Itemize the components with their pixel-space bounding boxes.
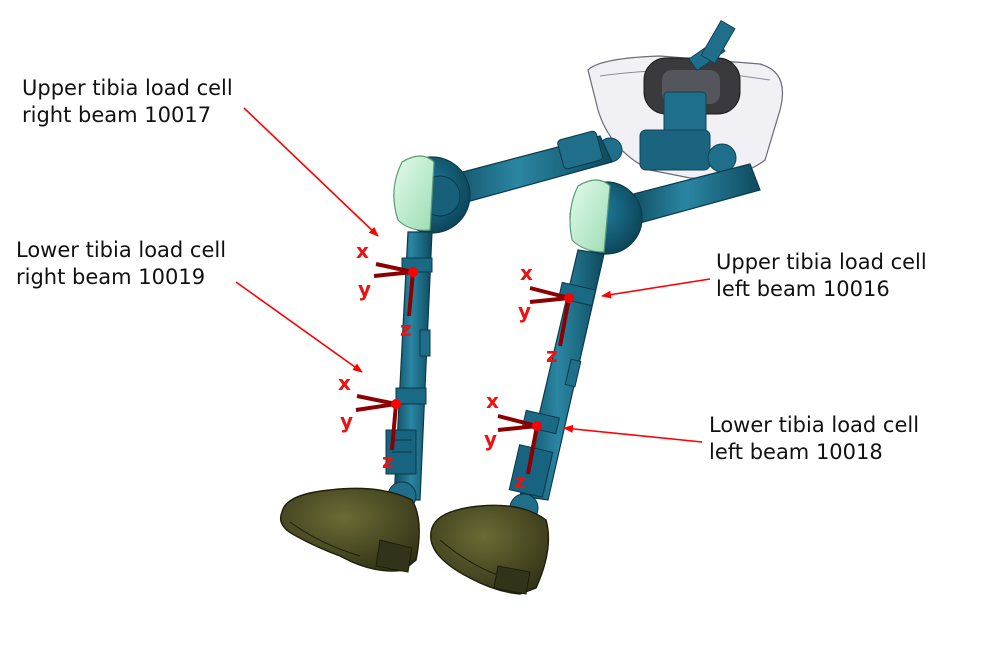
axis-label-x: x <box>520 261 533 285</box>
callout-upper-left: Upper tibia load cell left beam 10016 <box>716 249 927 303</box>
left-knee <box>569 179 643 255</box>
load-cell-lower-right: x y z <box>338 371 401 473</box>
load-cell-upper-left: x y z <box>518 261 574 367</box>
callout-lower-right: Lower tibia load cell right beam 10019 <box>16 237 226 291</box>
axis-label-y: y <box>484 427 497 451</box>
right-knee <box>393 155 471 234</box>
pelvis-group <box>587 19 784 179</box>
callout-upper-right: Upper tibia load cell right beam 10017 <box>22 75 233 129</box>
callout-line: right beam 10019 <box>16 265 206 289</box>
axis-label-z: z <box>514 469 526 493</box>
axis-label-x: x <box>356 239 369 263</box>
axis-label-z: z <box>400 317 412 341</box>
left-shoe <box>429 504 550 595</box>
leader-arrow-lower-left <box>563 424 703 443</box>
axis-label-x: x <box>338 371 351 395</box>
axis-label-z: z <box>382 449 394 473</box>
callout-line: left beam 10016 <box>716 277 890 301</box>
right-femur <box>439 130 613 207</box>
right-tibia <box>385 231 433 501</box>
leader-arrow-upper-left <box>601 278 711 299</box>
load-cell-upper-right: x y z <box>356 239 418 341</box>
callout-line: left beam 10018 <box>709 440 883 464</box>
left-tibia <box>508 249 605 501</box>
callout-line: Lower tibia load cell <box>16 238 227 262</box>
axis-label-y: y <box>518 299 531 323</box>
axis-label-z: z <box>546 343 558 367</box>
load-cell-lower-left: x y z <box>484 389 542 493</box>
callout-line: Upper tibia load cell <box>22 76 233 100</box>
leader-arrow-upper-right <box>243 107 379 237</box>
callout-line: right beam 10017 <box>22 103 212 127</box>
callout-line: Lower tibia load cell <box>709 413 920 437</box>
callout-lower-left: Lower tibia load cell left beam 10018 <box>709 412 919 466</box>
callout-line: Upper tibia load cell <box>716 250 927 274</box>
leader-arrow-lower-right <box>235 281 363 373</box>
axis-label-y: y <box>340 409 353 433</box>
axis-label-y: y <box>358 277 371 301</box>
axis-label-x: x <box>486 389 499 413</box>
right-shoe <box>279 487 420 573</box>
